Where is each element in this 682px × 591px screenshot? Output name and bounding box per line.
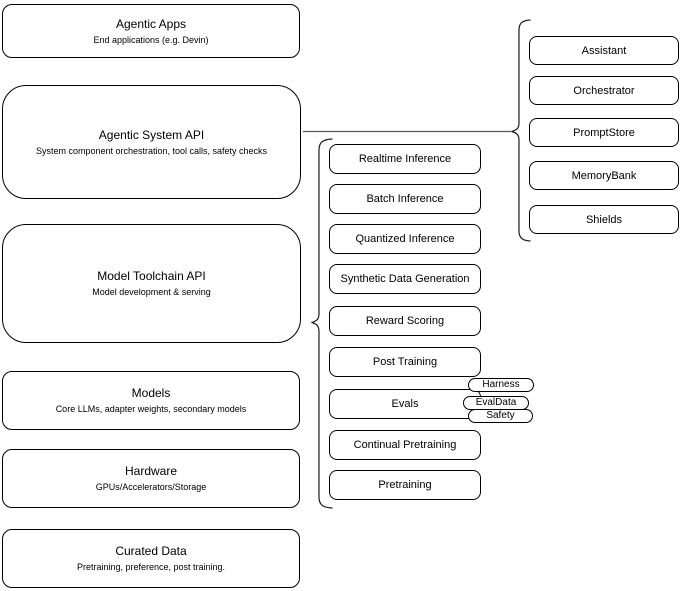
node-subtitle: Pretraining, preference, post training. xyxy=(76,562,226,572)
node-title: Hardware xyxy=(124,464,178,478)
node-label: Reward Scoring xyxy=(365,315,445,327)
node-subtitle: System component orchestration, tool cal… xyxy=(35,145,268,156)
node-label: Post Training xyxy=(372,356,438,368)
node-reward-scoring: Reward Scoring xyxy=(329,306,481,336)
node-label: EvalData xyxy=(475,397,517,408)
node-memorybank: MemoryBank xyxy=(529,161,679,190)
node-label: Continual Pretraining xyxy=(353,439,457,451)
node-realtime-inference: Realtime Inference xyxy=(329,144,481,174)
node-label: Quantized Inference xyxy=(355,233,455,245)
node-assistant: Assistant xyxy=(529,36,679,65)
node-orchestrator: Orchestrator xyxy=(529,76,679,105)
node-shields: Shields xyxy=(529,205,679,234)
node-continual-pretraining: Continual Pretraining xyxy=(329,430,481,460)
node-batch-inference: Batch Inference xyxy=(329,184,481,214)
node-label: Harness xyxy=(482,379,520,390)
node-label: Synthetic Data Generation xyxy=(340,273,470,285)
node-label: Pretraining xyxy=(378,479,432,491)
node-subtitle: GPUs/Accelerators/Storage xyxy=(95,482,207,492)
node-post-training: Post Training xyxy=(329,347,481,377)
node-models: Models Core LLMs, adapter weights, secon… xyxy=(2,371,300,430)
node-label: Shields xyxy=(585,213,623,226)
system-brace xyxy=(511,19,531,242)
node-title: Agentic Apps xyxy=(115,16,187,31)
node-promptstore: PromptStore xyxy=(529,118,679,147)
node-label: Safety xyxy=(486,410,515,421)
node-label: Assistant xyxy=(581,44,627,57)
node-title: Agentic System API xyxy=(98,127,205,142)
node-label: MemoryBank xyxy=(571,169,637,182)
node-model-toolchain-api: Model Toolchain API Model development & … xyxy=(2,224,301,343)
node-evals-evaldata: EvalData xyxy=(463,396,529,410)
node-title: Curated Data xyxy=(115,544,187,558)
node-quantized-inference: Quantized Inference xyxy=(329,224,481,254)
node-evals-safety: Safety xyxy=(468,409,533,423)
node-subtitle: Model development & serving xyxy=(92,287,211,297)
node-curated-data: Curated Data Pretraining, preference, po… xyxy=(2,529,300,588)
node-title: Model Toolchain API xyxy=(97,269,206,283)
node-label: Realtime Inference xyxy=(358,153,452,165)
node-evals: Evals xyxy=(329,389,481,419)
node-subtitle: Core LLMs, adapter weights, secondary mo… xyxy=(55,404,247,414)
node-title: Models xyxy=(131,386,171,400)
node-subtitle: End applications (e.g. Devin) xyxy=(93,34,209,45)
node-pretraining: Pretraining xyxy=(329,470,481,500)
node-evals-harness: Harness xyxy=(468,378,534,392)
node-hardware: Hardware GPUs/Accelerators/Storage xyxy=(2,449,300,508)
node-agentic-apps: Agentic Apps End applications (e.g. Devi… xyxy=(2,4,300,58)
node-label: Batch Inference xyxy=(366,193,444,205)
node-label: Evals xyxy=(391,398,419,410)
node-agentic-system-api: Agentic System API System component orch… xyxy=(2,85,301,199)
node-label: Orchestrator xyxy=(573,84,635,97)
node-synthetic-data-generation: Synthetic Data Generation xyxy=(329,264,481,294)
node-label: PromptStore xyxy=(573,126,635,139)
